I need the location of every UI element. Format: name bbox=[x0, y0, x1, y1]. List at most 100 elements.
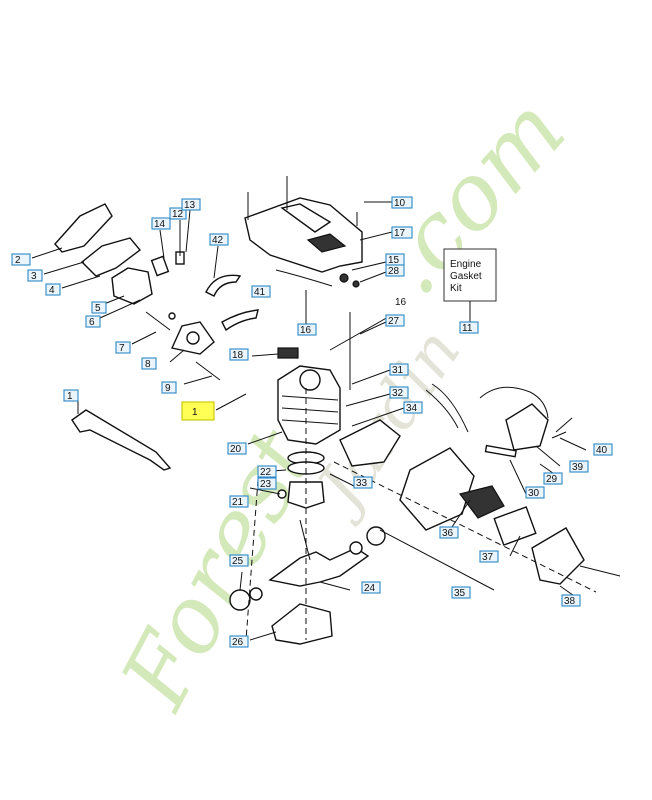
svg-text:37: 37 bbox=[482, 552, 494, 563]
svg-text:24: 24 bbox=[364, 583, 376, 594]
label-27[interactable]: 27 bbox=[385, 314, 405, 327]
svg-text:14: 14 bbox=[154, 219, 166, 230]
label-22[interactable]: 22 bbox=[257, 465, 277, 478]
label-7[interactable]: 7 bbox=[115, 341, 131, 354]
label-20[interactable]: 20 bbox=[227, 442, 247, 455]
part-drawings bbox=[54, 176, 621, 645]
label-41[interactable]: 41 bbox=[251, 285, 271, 298]
svg-text:20: 20 bbox=[230, 444, 242, 455]
svg-text:29: 29 bbox=[546, 474, 558, 485]
label-24[interactable]: 24 bbox=[361, 581, 381, 594]
svg-text:42: 42 bbox=[212, 235, 224, 246]
svg-text:26: 26 bbox=[232, 637, 244, 648]
svg-text:34: 34 bbox=[406, 403, 418, 414]
ground-lead bbox=[484, 444, 517, 458]
ignition-module bbox=[505, 403, 549, 451]
label-3[interactable]: 3 bbox=[27, 269, 43, 282]
air-filter-cover bbox=[54, 203, 113, 253]
cylinder bbox=[277, 365, 341, 445]
carburetor bbox=[111, 267, 153, 305]
muffler-cover bbox=[531, 527, 585, 585]
svg-text:27: 27 bbox=[388, 316, 400, 327]
label-18[interactable]: 18 bbox=[229, 348, 249, 361]
svg-text:39: 39 bbox=[572, 462, 584, 473]
label-21[interactable]: 21 bbox=[229, 495, 249, 508]
label-30[interactable]: 30 bbox=[525, 486, 545, 499]
svg-text:36: 36 bbox=[442, 528, 454, 539]
label-12[interactable]: 12 bbox=[169, 207, 187, 220]
label-11[interactable]: 11 bbox=[459, 321, 479, 334]
piston bbox=[287, 481, 325, 509]
label-28[interactable]: 28 bbox=[385, 264, 405, 277]
label-17[interactable]: 17 bbox=[391, 226, 413, 239]
muffler-spark-screen bbox=[458, 485, 505, 519]
label-8[interactable]: 8 bbox=[141, 357, 157, 370]
label-38[interactable]: 38 bbox=[561, 594, 581, 607]
top-cover bbox=[244, 197, 363, 273]
label-16-right[interactable]: 16 bbox=[395, 297, 407, 308]
svg-text:13: 13 bbox=[184, 200, 196, 211]
top-cover-vent bbox=[306, 233, 347, 253]
svg-text:4: 4 bbox=[49, 285, 55, 296]
svg-text:10: 10 bbox=[394, 198, 406, 209]
svg-text:31: 31 bbox=[392, 365, 404, 376]
crankshaft bbox=[268, 547, 370, 587]
svg-text:9: 9 bbox=[165, 383, 171, 394]
svg-text:2: 2 bbox=[15, 255, 21, 266]
label-31[interactable]: 31 bbox=[389, 363, 409, 376]
watermark: Forest Jardin .com bbox=[100, 77, 586, 726]
label-14[interactable]: 14 bbox=[151, 217, 171, 230]
label-39[interactable]: 39 bbox=[569, 460, 589, 473]
label-36[interactable]: 36 bbox=[439, 526, 459, 539]
svg-text:32: 32 bbox=[392, 388, 404, 399]
crankcase bbox=[271, 603, 333, 645]
label-10[interactable]: 10 bbox=[391, 196, 413, 209]
label-25[interactable]: 25 bbox=[229, 554, 249, 567]
ignition-wire bbox=[479, 386, 549, 419]
svg-text:33: 33 bbox=[356, 478, 368, 489]
svg-text:6: 6 bbox=[89, 317, 95, 328]
part-labels: 2 3 4 5 6 7 8 9 1 1 10 17 14 12 13 42 41… bbox=[11, 196, 613, 648]
stop-switch-wires bbox=[425, 383, 469, 433]
svg-text:21: 21 bbox=[232, 497, 244, 508]
label-34[interactable]: 34 bbox=[403, 401, 423, 414]
label-4[interactable]: 4 bbox=[45, 283, 61, 296]
label-16[interactable]: 16 bbox=[297, 323, 317, 336]
label-42[interactable]: 42 bbox=[209, 233, 229, 246]
svg-text:7: 7 bbox=[119, 343, 125, 354]
svg-text:3: 3 bbox=[31, 271, 37, 282]
label-29[interactable]: 29 bbox=[543, 472, 563, 485]
svg-text:23: 23 bbox=[260, 479, 272, 490]
muffler-body bbox=[399, 447, 475, 531]
label-35[interactable]: 35 bbox=[451, 586, 471, 599]
bolt-15 bbox=[339, 273, 349, 283]
label-2[interactable]: 2 bbox=[11, 253, 31, 266]
label-1-highlighted[interactable]: 1 bbox=[181, 401, 215, 421]
label-9[interactable]: 9 bbox=[161, 381, 177, 394]
label-33[interactable]: 33 bbox=[353, 476, 373, 489]
label-5[interactable]: 5 bbox=[91, 301, 107, 314]
svg-text:1: 1 bbox=[67, 391, 73, 402]
spark-arrestor-screen bbox=[493, 506, 537, 546]
label-13[interactable]: 13 bbox=[181, 198, 201, 211]
svg-text:17: 17 bbox=[394, 228, 406, 239]
svg-text:8: 8 bbox=[145, 359, 151, 370]
label-1-wrench[interactable]: 1 bbox=[63, 389, 79, 402]
label-32[interactable]: 32 bbox=[389, 386, 409, 399]
svg-text:40: 40 bbox=[596, 445, 608, 456]
svg-text:16: 16 bbox=[300, 325, 312, 336]
label-26[interactable]: 26 bbox=[229, 635, 249, 648]
label-6[interactable]: 6 bbox=[85, 315, 101, 328]
label-37[interactable]: 37 bbox=[479, 550, 499, 563]
combination-wrench bbox=[71, 409, 172, 471]
svg-text:38: 38 bbox=[564, 596, 576, 607]
crankshaft-bearing-left bbox=[229, 589, 251, 611]
svg-text:41: 41 bbox=[254, 287, 266, 298]
label-15[interactable]: 15 bbox=[385, 253, 405, 266]
label-23[interactable]: 23 bbox=[257, 477, 277, 490]
gasket-kit-line1: Engine bbox=[450, 259, 482, 270]
carburetor-adapter bbox=[80, 237, 142, 277]
label-40[interactable]: 40 bbox=[593, 443, 613, 456]
svg-text:12: 12 bbox=[172, 209, 184, 220]
